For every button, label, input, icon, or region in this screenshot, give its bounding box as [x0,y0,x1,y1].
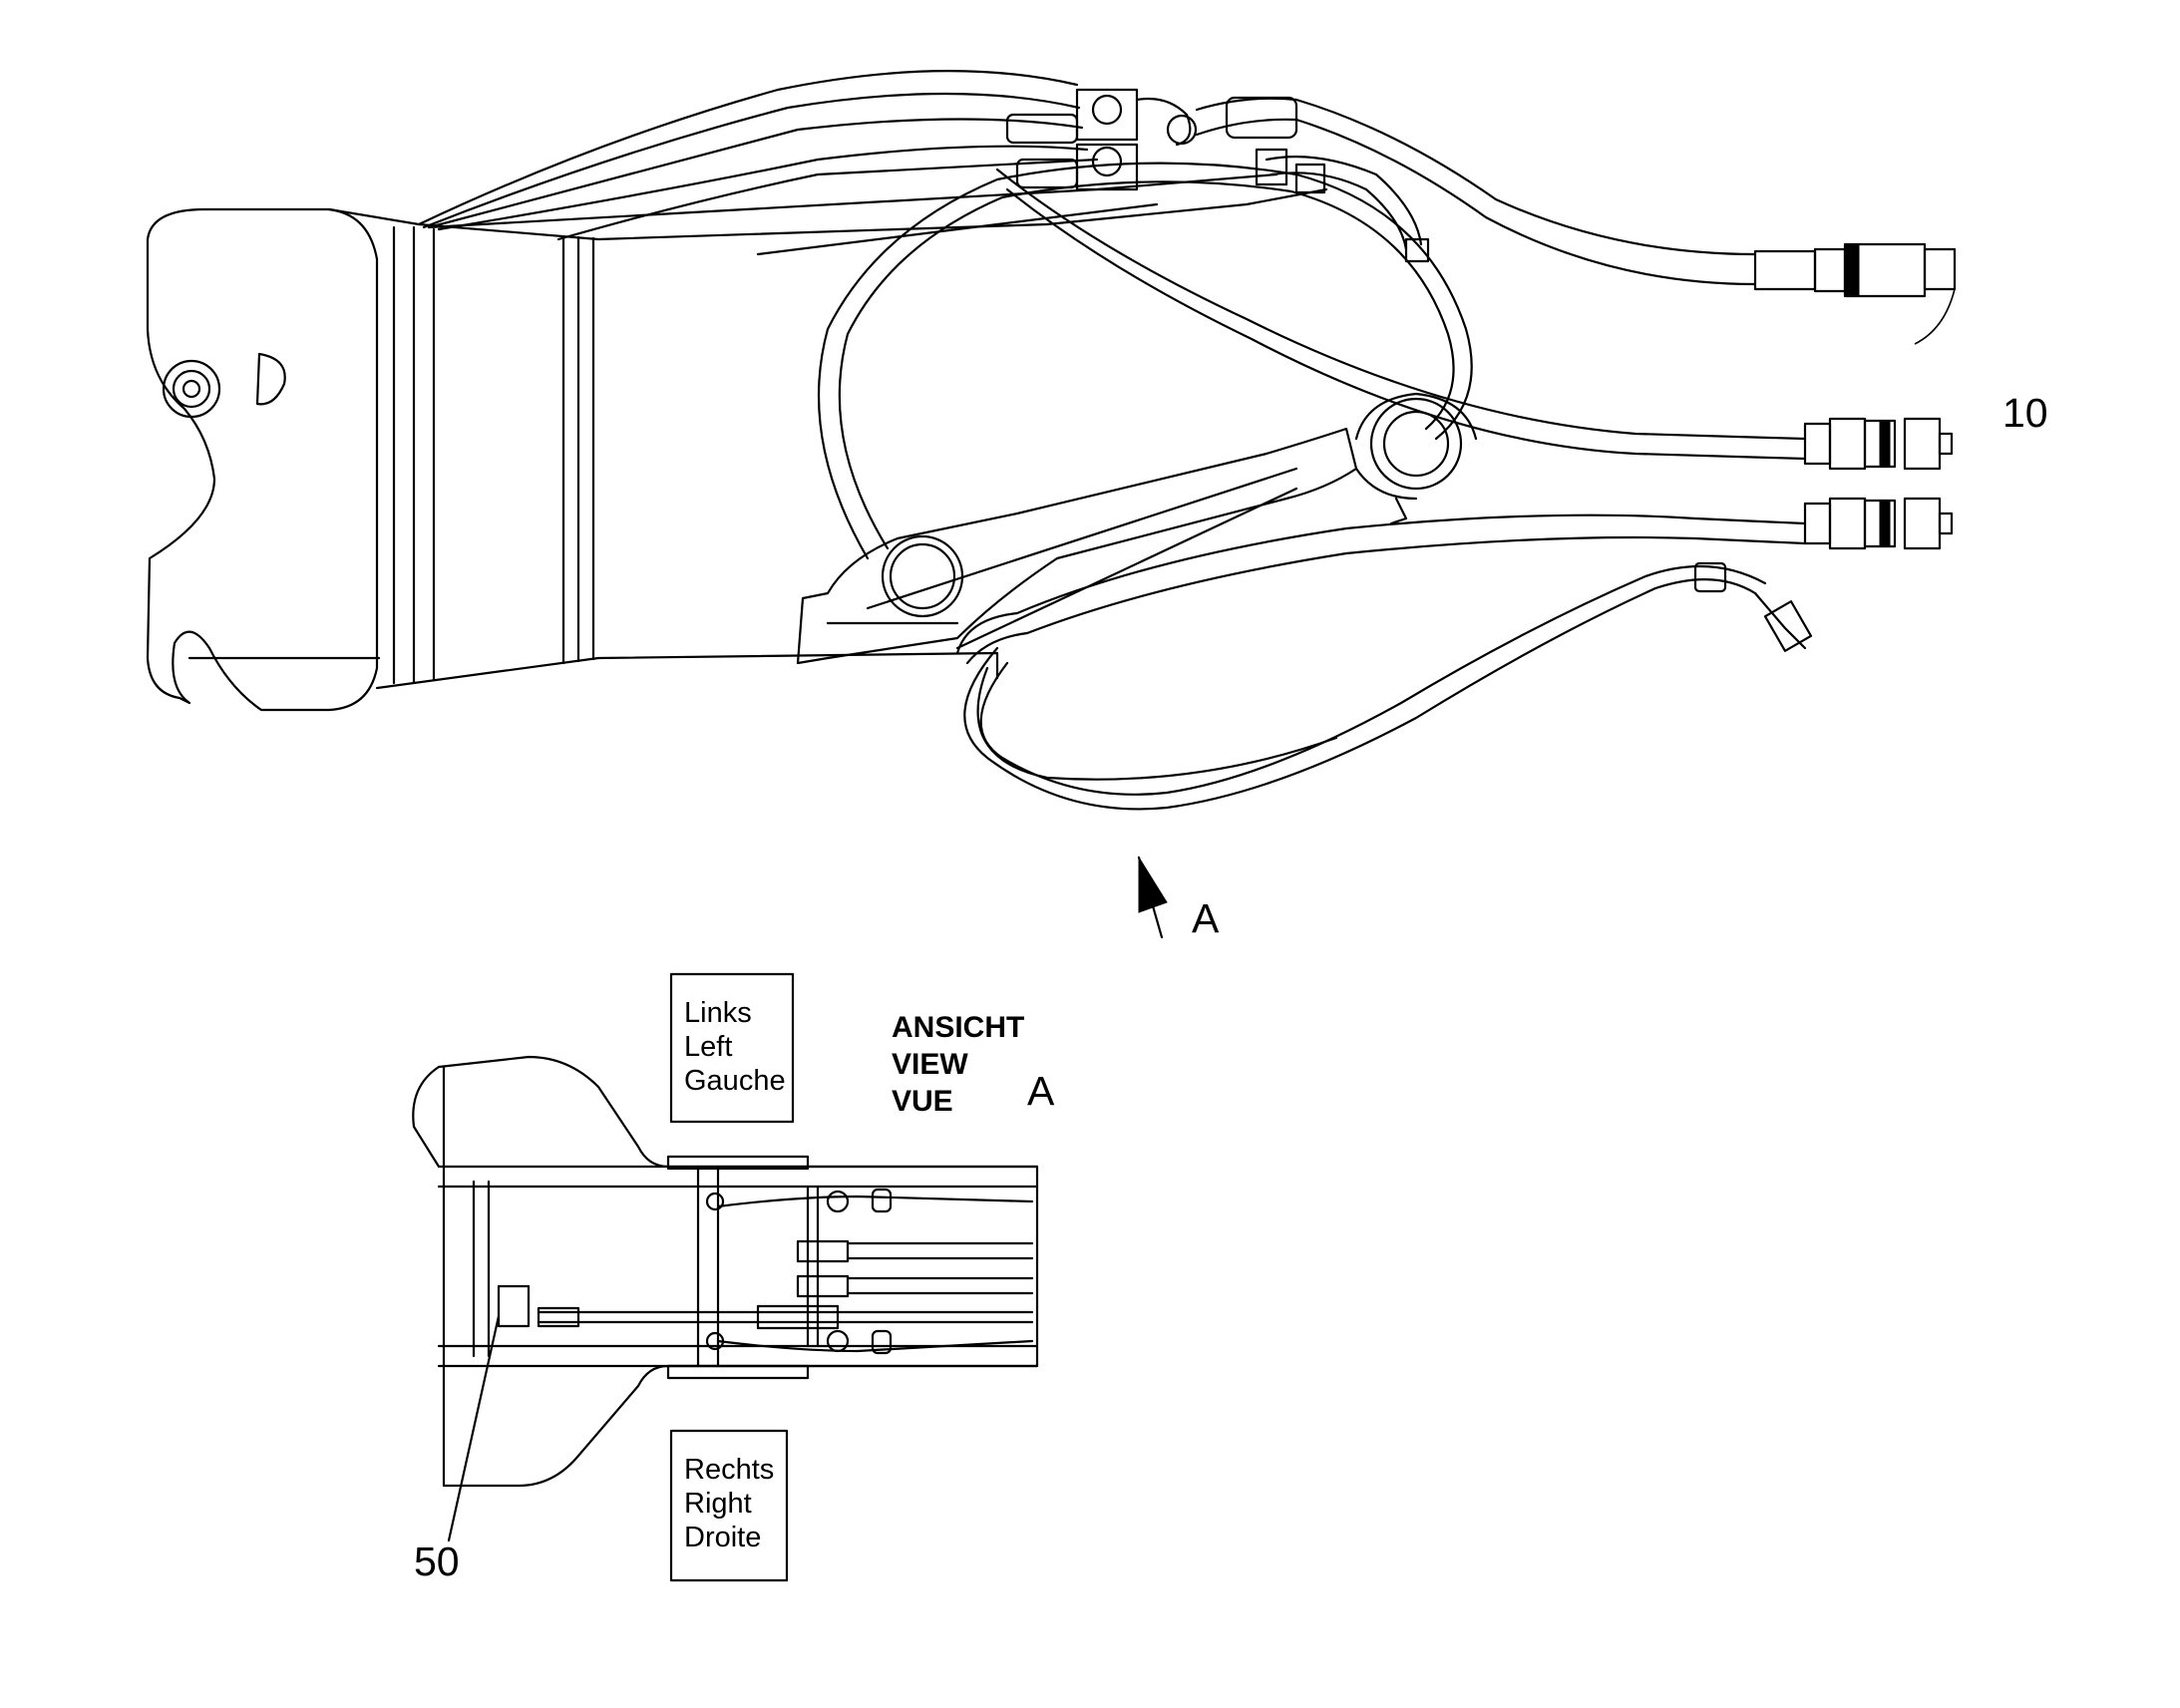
left-box-line1: Links [684,997,752,1029]
left-box-line3: Gauche [684,1065,786,1097]
view-label-line2: VIEW [892,1048,968,1081]
view-label-line1: ANSICHT [892,1011,1024,1044]
callout-50: 50 [414,1538,460,1584]
view-label-letter: A [1027,1068,1055,1114]
view-a-frame [412,1055,1039,1488]
lower-hoses [955,513,1813,811]
hose-loop [817,162,1473,560]
boom-body [146,172,1328,712]
view-a-label: ANSICHT VIEW VUE A [892,1011,1055,1118]
coupler-top [1753,242,1957,345]
lower-arm [796,392,1478,665]
coupler-bottom [1803,497,1954,550]
coupler-middle [1803,417,1954,471]
right-side-label-box: Rechts Right Droite [669,1429,789,1582]
view-direction-arrow [1137,855,1168,939]
leader-line-50 [447,1314,501,1542]
right-box-line3: Droite [684,1522,761,1553]
callout-10: 10 [2002,390,2048,436]
left-side-label-box: Links Left Gauche [669,972,795,1124]
right-box-line2: Right [684,1488,752,1520]
left-box-line2: Left [684,1031,732,1063]
view-label-line3: VUE [892,1085,953,1118]
view-arrow-letter: A [1192,895,1220,941]
upper-hoses [417,70,1807,461]
right-box-line1: Rechts [684,1454,774,1486]
